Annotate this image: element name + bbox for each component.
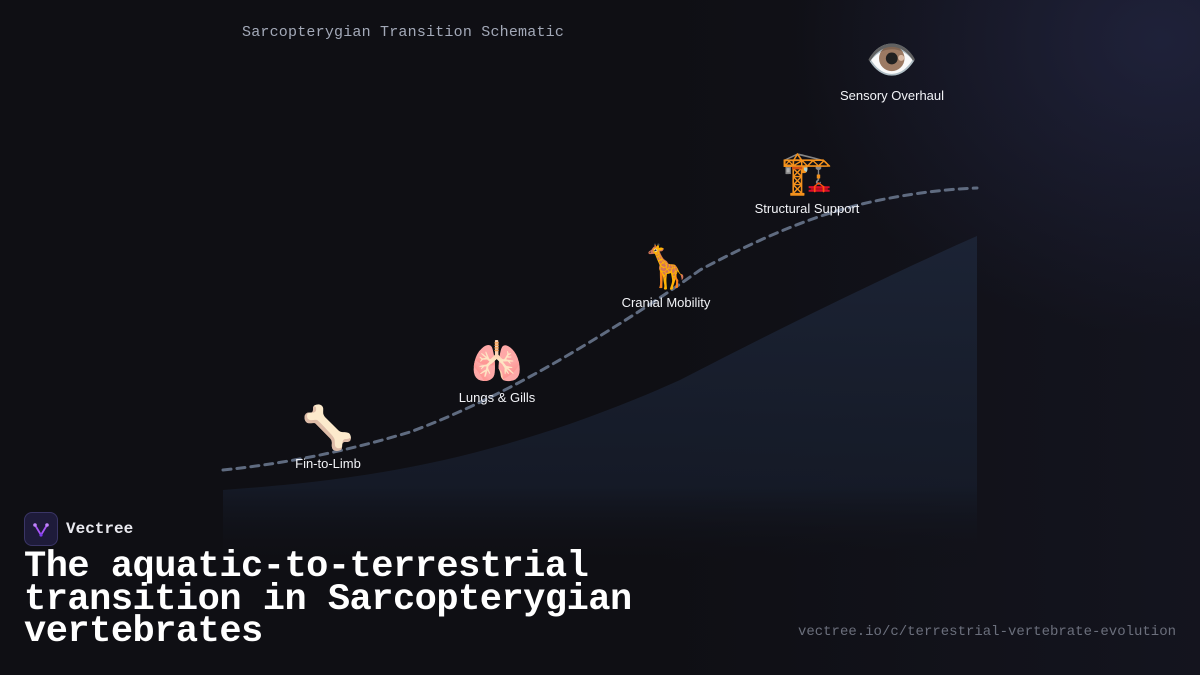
page-title: The aquatic-to-terrestrial transition in…: [24, 546, 632, 653]
lungs-icon: 🫁: [470, 337, 524, 386]
progress-area: [223, 236, 977, 570]
bone-icon: 🦴: [301, 403, 355, 452]
progress-curve: [221, 186, 979, 472]
milestone-label: Fin-to-Limb: [295, 456, 361, 471]
milestone-label: Sensory Overhaul: [839, 88, 945, 103]
brand: Vectree: [24, 512, 133, 546]
brand-name: Vectree: [66, 520, 134, 538]
eye-icon: 👁️: [865, 35, 919, 84]
milestone-label: Lungs & Gills: [458, 390, 536, 405]
vectree-logo-icon: [24, 512, 58, 546]
milestone-structural-support: 🏗️ Structural Support: [754, 148, 860, 217]
crane-icon: 🏗️: [780, 148, 834, 197]
footer-url: vectree.io/c/terrestrial-vertebrate-evol…: [797, 624, 1176, 640]
giraffe-icon: 🦒: [639, 242, 693, 291]
milestone-fin-to-limb: 🦴 Fin-to-Limb: [295, 403, 361, 472]
milestone-label: Cranial Mobility: [621, 295, 711, 310]
milestone-sensory-overhaul: 👁️ Sensory Overhaul: [839, 35, 945, 104]
diagram-title: Sarcopterygian Transition Schematic: [242, 24, 565, 41]
milestone-cranial-mobility: 🦒 Cranial Mobility: [621, 242, 711, 311]
milestone-label: Structural Support: [754, 201, 860, 216]
milestone-lungs-and-gills: 🫁 Lungs & Gills: [458, 337, 536, 406]
